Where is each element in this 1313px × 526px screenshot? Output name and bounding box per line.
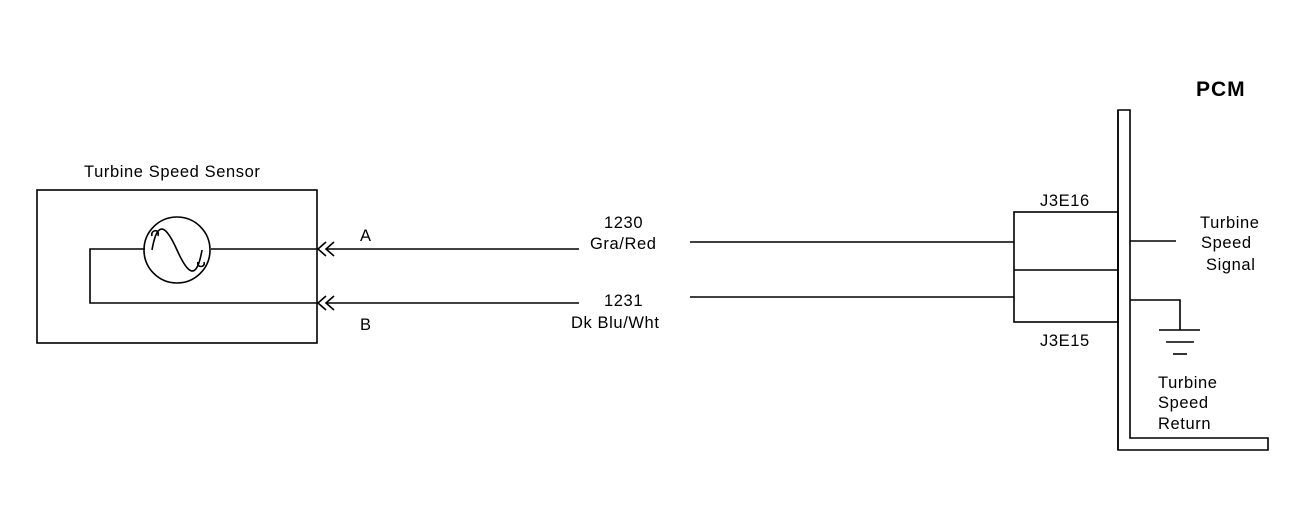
wire-1230-circuit: 1230 (604, 214, 643, 232)
sensor-coil-loop (89, 248, 317, 304)
return-label-line2: Speed (1158, 394, 1209, 412)
return-label-line1: Turbine (1158, 374, 1218, 392)
sensor-pin-b: B (360, 316, 372, 334)
wire-1231-circuit: 1231 (604, 292, 643, 310)
signal-label-line2: Speed (1201, 234, 1252, 252)
sensor-box (36, 189, 318, 344)
return-label-line3: Return (1158, 415, 1211, 433)
sensor-title: Turbine Speed Sensor (84, 163, 261, 181)
pcm-connector (1013, 211, 1119, 323)
sensor-pin-a: A (360, 227, 372, 245)
signal-label-line3: Signal (1206, 256, 1255, 274)
wire-1231 (326, 296, 1014, 304)
wire-1230 (326, 241, 1014, 250)
ground-symbol (1130, 299, 1200, 355)
wire-1230-color: Gra/Red (590, 235, 657, 253)
pcm-title: PCM (1196, 78, 1246, 101)
wire-1231-color: Dk Blu/Wht (571, 314, 660, 332)
pin-label-j3e15: J3E15 (1040, 332, 1090, 350)
ac-sine-wave-icon (143, 216, 211, 284)
signal-label-line1: Turbine (1200, 214, 1260, 232)
pin-label-j3e16: J3E16 (1040, 192, 1090, 210)
